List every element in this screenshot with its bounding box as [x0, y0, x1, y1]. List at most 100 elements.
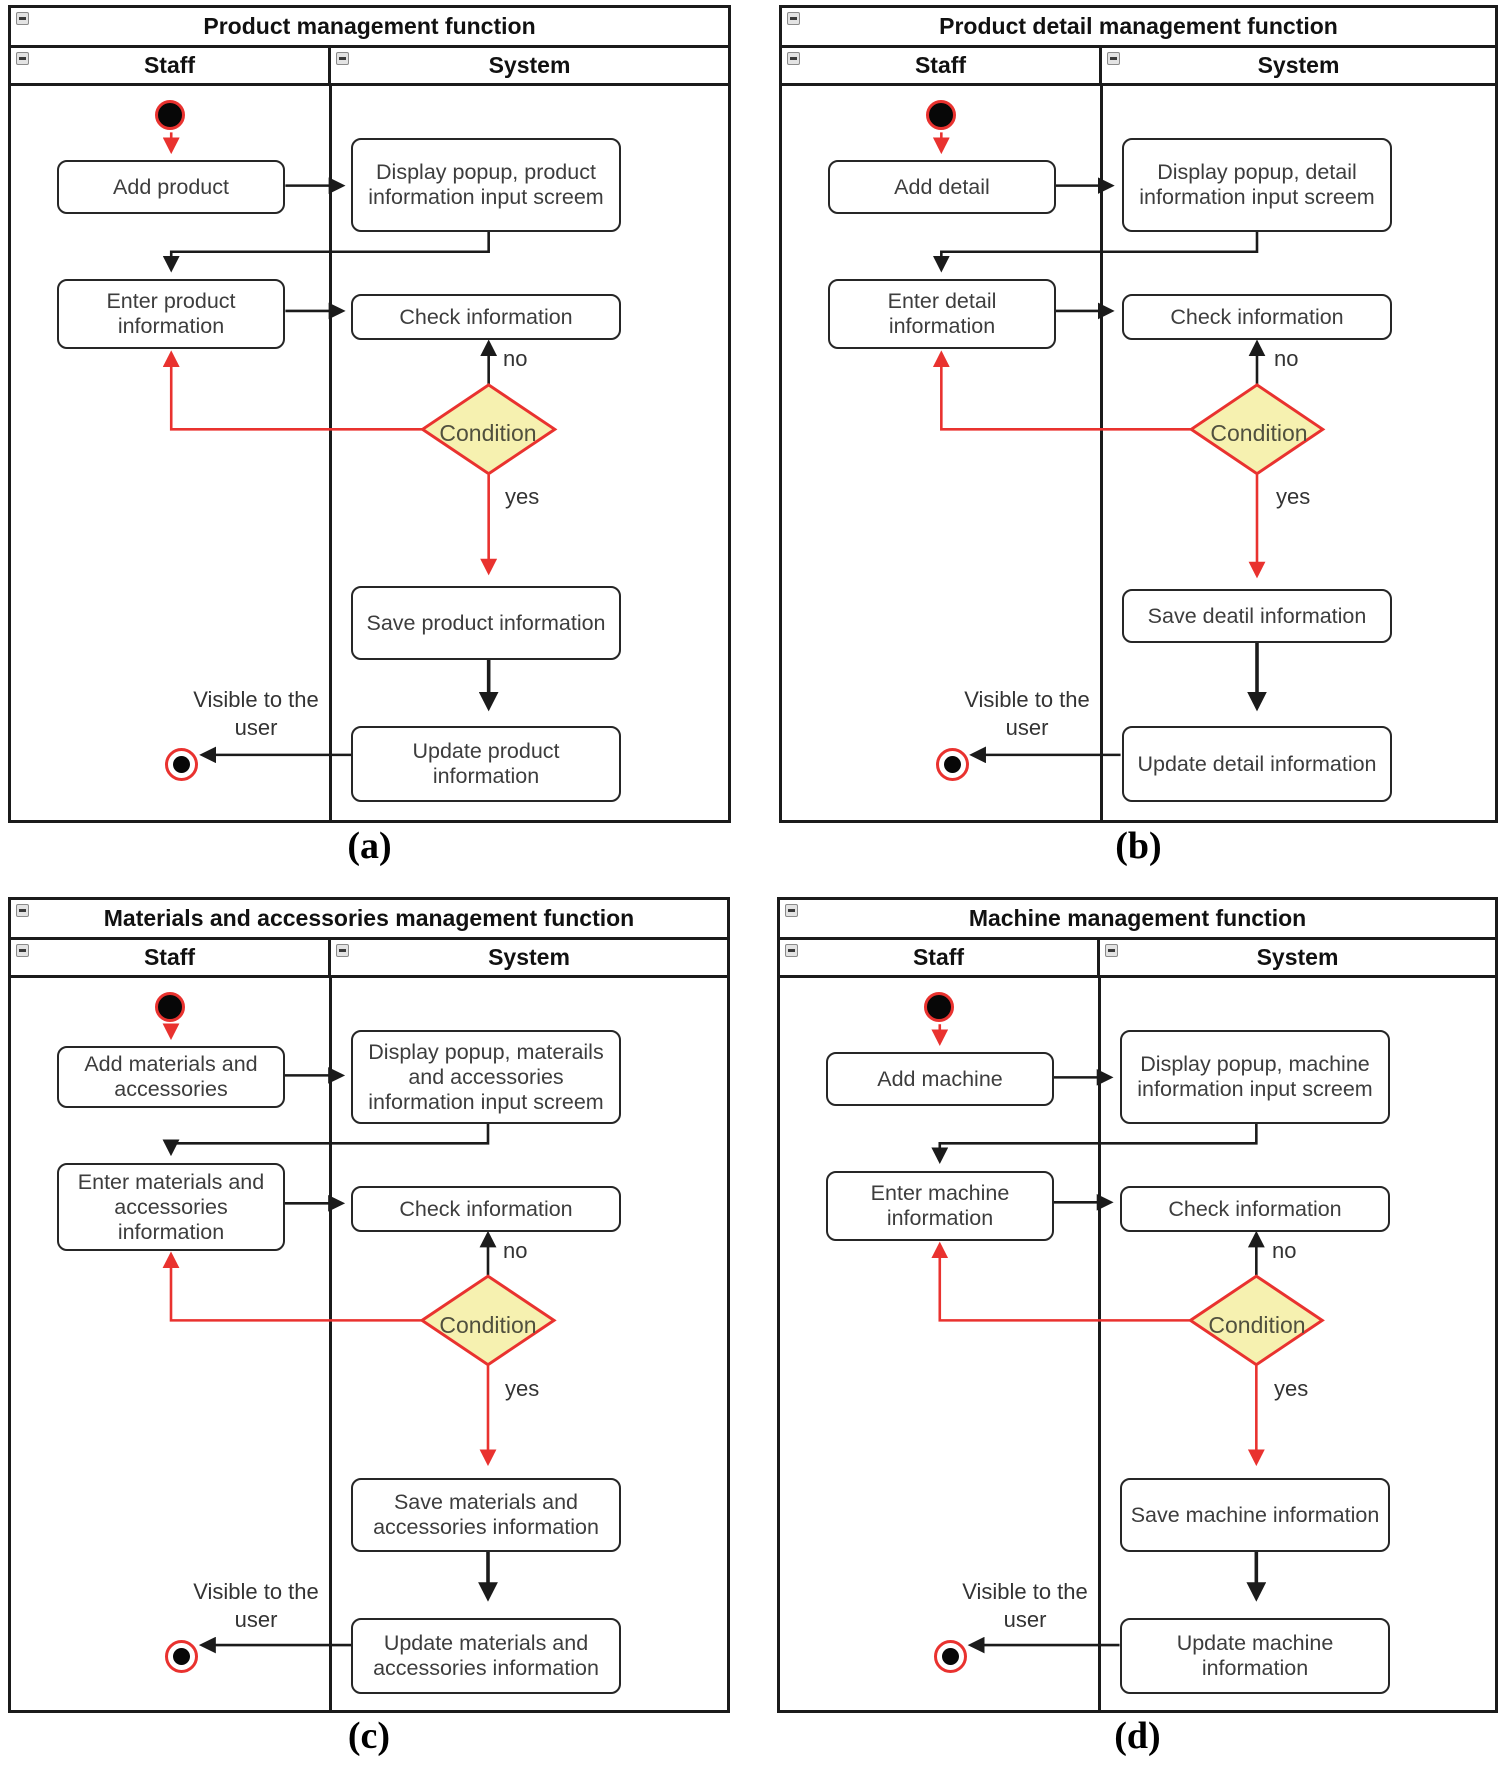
action-add: Add materials and accessories — [57, 1046, 285, 1108]
action-save-info: Save materials and accessories informati… — [351, 1478, 621, 1552]
collapse-icon — [1105, 944, 1118, 957]
edge-label-yes: yes — [505, 1376, 540, 1401]
action-save-info: Save machine information — [1120, 1478, 1390, 1552]
panel-title-bar: Materials and accessories management fun… — [11, 900, 727, 940]
panel-title: Product detail management function — [939, 13, 1338, 39]
end-node — [165, 1640, 198, 1673]
lane-label-staff: Staff — [143, 944, 196, 970]
edge-label-visible-to-user: Visible to the user — [193, 687, 319, 740]
lane-header-system: System — [331, 48, 728, 83]
end-node — [165, 748, 198, 781]
decision-diamond — [419, 1274, 557, 1367]
collapse-icon — [1107, 52, 1120, 65]
lane-body: Add materials and accessories Display po… — [11, 978, 727, 1710]
end-node-dot — [173, 756, 190, 773]
decision-diamond — [1188, 383, 1326, 476]
figure-caption-a: (a) — [347, 825, 392, 867]
figure-caption-c: (c) — [347, 1715, 391, 1757]
action-save-info: Save product information — [351, 586, 621, 660]
flow-arrows — [162, 1023, 557, 1654]
end-node-dot — [942, 1648, 959, 1665]
figure-caption-b: (b) — [1115, 825, 1162, 867]
panel-title-bar: Machine management function — [780, 900, 1495, 940]
collapse-icon — [16, 12, 29, 25]
decision-label: Condition — [439, 1312, 537, 1338]
decision-label: Condition — [1208, 1312, 1306, 1338]
flow-arrows — [931, 1024, 1325, 1654]
collapse-icon — [787, 52, 800, 65]
action-display-popup: Display popup, product information input… — [351, 138, 621, 232]
action-check-info: Check information — [1120, 1186, 1390, 1232]
decision-diamond — [1187, 1274, 1325, 1367]
edge-label-no: no — [1272, 1238, 1297, 1263]
lane-header-row: Staff System — [780, 940, 1495, 978]
action-display-popup: Display popup, materails and accessories… — [351, 1030, 621, 1124]
end-node-dot — [944, 756, 961, 773]
lane-label-system: System — [488, 944, 570, 970]
panel-title-bar: Product detail management function — [782, 8, 1495, 48]
action-add: Add machine — [826, 1052, 1054, 1106]
lane-body: Add product Display popup, product infor… — [11, 86, 728, 820]
panel-title: Machine management function — [968, 905, 1307, 931]
lane-label-staff: Staff — [914, 52, 967, 78]
action-add: Add detail — [828, 160, 1056, 214]
flow-arrows — [932, 132, 1326, 764]
decision-diamond — [419, 383, 558, 476]
edge-label-yes: yes — [1276, 484, 1311, 509]
lane-divider — [329, 86, 332, 820]
collapse-icon — [16, 904, 29, 917]
lane-label-system: System — [1256, 944, 1339, 970]
lane-divider — [1100, 86, 1103, 820]
lane-divider — [1098, 978, 1101, 1710]
lane-header-system: System — [1100, 940, 1495, 975]
edge-label-visible-to-user: Visible to the user — [962, 1579, 1088, 1632]
edge-label-no: no — [503, 1238, 528, 1263]
collapse-icon — [785, 944, 798, 957]
lane-header-row: Staff System — [11, 48, 728, 86]
collapse-icon — [16, 944, 29, 957]
lane-header-system: System — [1102, 48, 1495, 83]
start-node — [924, 992, 954, 1022]
action-update-info: Update product information — [351, 726, 621, 802]
lane-header-staff: Staff — [782, 48, 1102, 83]
collapse-icon — [336, 944, 349, 957]
collapse-icon — [16, 52, 29, 65]
decision-label: Condition — [439, 420, 537, 446]
swimlane-panel-a: Product management function Staff System — [8, 5, 731, 823]
action-check-info: Check information — [351, 1186, 621, 1232]
lane-header-row: Staff System — [782, 48, 1495, 86]
collapse-icon — [785, 904, 798, 917]
flow-arrows — [162, 132, 558, 764]
end-node — [934, 1640, 967, 1673]
edge-label-visible-to-user: Visible to the user — [964, 687, 1090, 740]
action-enter-info: Enter materials and accessories informat… — [57, 1163, 285, 1251]
start-node — [155, 100, 185, 130]
action-update-info: Update machine information — [1120, 1618, 1390, 1694]
lane-header-row: Staff System — [11, 940, 727, 978]
action-update-info: Update materials and accessories informa… — [351, 1618, 621, 1694]
edge-label-no: no — [1274, 346, 1299, 371]
edge-label-no: no — [503, 346, 528, 371]
panel-title: Materials and accessories management fun… — [103, 905, 635, 931]
lane-header-staff: Staff — [11, 48, 331, 83]
figure-caption-d: (d) — [1114, 1715, 1161, 1757]
end-node — [936, 748, 969, 781]
action-display-popup: Display popup, machine information input… — [1120, 1030, 1390, 1124]
lane-body: Add machine Display popup, machine infor… — [780, 978, 1495, 1710]
swimlane-panel-c: Materials and accessories management fun… — [8, 897, 730, 1713]
action-update-info: Update detail information — [1122, 726, 1392, 802]
edge-label-visible-to-user: Visible to the user — [193, 1579, 319, 1632]
decision-label: Condition — [1210, 420, 1308, 446]
lane-label-system: System — [488, 52, 571, 78]
panel-title: Product management function — [203, 13, 536, 39]
action-check-info: Check information — [1122, 294, 1392, 340]
start-node — [155, 992, 185, 1022]
start-node — [926, 100, 956, 130]
lane-header-system: System — [331, 940, 727, 975]
action-enter-info: Enter detail information — [828, 279, 1056, 349]
panel-title-bar: Product management function — [11, 8, 728, 48]
action-display-popup: Display popup, detail information input … — [1122, 138, 1392, 232]
lane-label-staff: Staff — [912, 944, 965, 970]
swimlane-panel-d: Machine management function Staff System — [777, 897, 1498, 1713]
